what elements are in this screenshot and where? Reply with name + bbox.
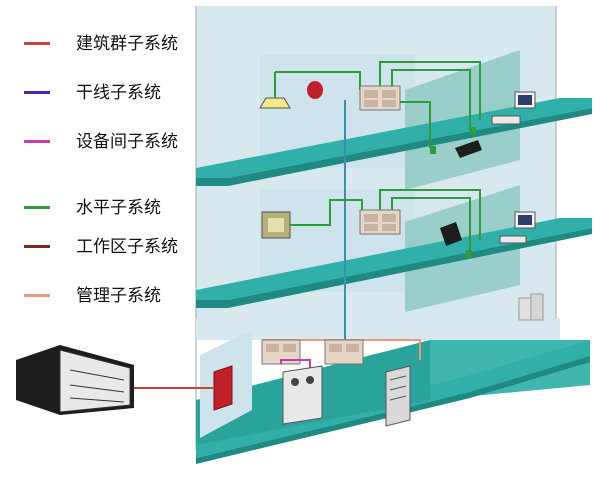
campus-building-icon bbox=[16, 345, 134, 415]
legend-item-equipment-room: 设备间子系统 bbox=[18, 130, 208, 154]
floor2-horizontal-cable-left bbox=[290, 199, 363, 226]
legend-swatch-work-area bbox=[24, 245, 50, 248]
floor2-horizontal-cable-right bbox=[379, 189, 481, 240]
legend-item-work-area: 工作区子系统 bbox=[18, 235, 208, 259]
floor3-horizontal-cable-left bbox=[275, 71, 361, 90]
floor3-patch-panel bbox=[359, 85, 401, 111]
floor1-slab-front bbox=[196, 356, 590, 464]
legend-item-backbone: 干线子系统 bbox=[18, 81, 208, 105]
legend-label-equipment-room: 设备间子系统 bbox=[76, 132, 178, 152]
phone-icon bbox=[440, 222, 462, 246]
pbx-switch-icon bbox=[282, 365, 323, 425]
legend-label-campus: 建筑群子系统 bbox=[76, 34, 178, 54]
floor2-slab-front bbox=[196, 228, 592, 308]
legend-item-horizontal: 水平子系统 bbox=[18, 196, 208, 220]
legend-label-work-area: 工作区子系统 bbox=[76, 237, 178, 257]
computer-workstation-icon bbox=[491, 91, 536, 125]
legend-swatch-horizontal bbox=[24, 206, 50, 209]
floor3-horizontal-cable-right bbox=[379, 61, 481, 120]
floor3-slab-front bbox=[196, 108, 592, 186]
lamp-icon bbox=[259, 72, 291, 109]
phone-icon bbox=[455, 140, 482, 158]
legend-swatch-administration bbox=[24, 294, 50, 297]
computer-workstation-icon bbox=[499, 211, 536, 244]
video-camera-icon bbox=[261, 211, 291, 239]
outlet-icon bbox=[466, 250, 472, 258]
patch-panel-icon bbox=[324, 339, 364, 365]
legend-label-backbone: 干线子系统 bbox=[76, 83, 161, 103]
legend-label-administration: 管理子系统 bbox=[76, 286, 161, 306]
legend-item-administration: 管理子系统 bbox=[18, 284, 208, 308]
legend-item-campus: 建筑群子系统 bbox=[18, 32, 208, 56]
outlet-icon bbox=[430, 146, 436, 154]
entrance-panel-icon bbox=[213, 365, 233, 411]
legend-swatch-equipment-room bbox=[24, 140, 50, 143]
legend-swatch-campus bbox=[24, 42, 50, 45]
alarm-icon bbox=[307, 81, 323, 99]
server-cabinet-icon bbox=[385, 365, 411, 427]
equipment-room-cable bbox=[280, 359, 311, 372]
outlet-icon bbox=[470, 127, 476, 135]
floor1-back-wall-band bbox=[196, 318, 560, 340]
legend-swatch-backbone bbox=[24, 91, 50, 94]
floor2-patch-panel bbox=[359, 209, 401, 235]
server-rack-icon bbox=[518, 293, 544, 321]
legend-label-horizontal: 水平子系统 bbox=[76, 198, 161, 218]
administration-cable bbox=[262, 339, 421, 360]
floor2-slab-top bbox=[196, 218, 592, 300]
